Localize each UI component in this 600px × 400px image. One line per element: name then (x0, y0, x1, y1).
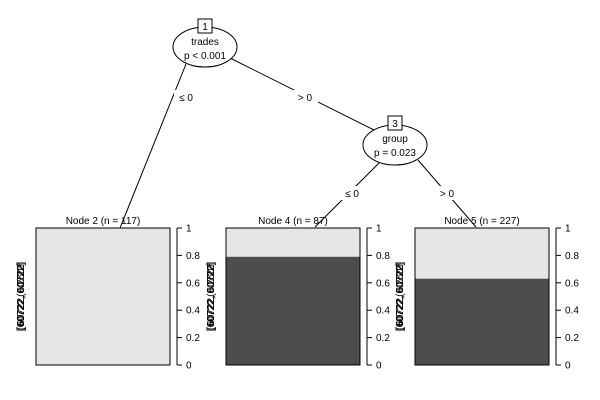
node-pvalue: p < 0.001 (184, 51, 226, 62)
y-tick-label: 0.2 (186, 333, 200, 344)
terminal-nodes: Node 2 (n = 117) 0 0.2 0.4 0.6 0.8 1 [ 60722, 6… (16, 216, 579, 372)
inner-node-1: trades p < 0.001 1 (172, 18, 238, 68)
bar-frame (35, 227, 171, 366)
edge-label-1-2: ≤ 0 (179, 93, 193, 104)
y-tick-label: 1 (376, 224, 382, 235)
y-tick-label: 0 (565, 361, 571, 372)
edge-label-3-4: ≤ 0 (345, 189, 359, 200)
node-variable: group (382, 134, 408, 145)
y-tick-label: 0.4 (186, 306, 200, 317)
node-ellipse (362, 124, 428, 166)
bar-frame (225, 227, 361, 366)
y-tick-label: 0 (376, 361, 382, 372)
terminal-node-1: Node 2 (n = 117) 0 0.2 0.4 0.6 0.8 1 [ 60722, 6… (16, 216, 200, 372)
bar-light-segment (415, 228, 549, 279)
node-pvalue: p = 0.023 (374, 148, 416, 159)
edge-label-bg (340, 186, 364, 200)
y-level-label: [60722,(0.2507 (395, 262, 406, 330)
y-tick-label: 0.4 (376, 306, 390, 317)
y-tick-label: 0.2 (376, 333, 390, 344)
y-level-label: (60722, 60722] (395, 263, 406, 331)
terminal-node-title: Node 5 (n = 227) (444, 216, 519, 227)
node-variable: trades (191, 37, 219, 48)
y-tick-label: 0.6 (186, 278, 200, 289)
y-tick-label: 0.6 (565, 278, 579, 289)
y-level-label: [60722,(0.2507 (16, 262, 27, 330)
bar-dark-segment (226, 256, 360, 365)
bar-light-segment (226, 228, 360, 257)
inner-node-3: group p = 0.023 3 (362, 115, 428, 166)
bar-dark-segment (415, 278, 549, 365)
y-tick-label: 1 (186, 224, 192, 235)
y-level-label: [ 60722, 60722] (206, 262, 217, 332)
y-level-label: [ 60722, 60722] (16, 262, 27, 332)
edge-label-bg (434, 186, 460, 200)
y-level-label: [ 60722, 60722] (395, 262, 406, 332)
edge-label-bg (292, 90, 318, 104)
edge-label-3-5: > 0 (440, 189, 455, 200)
y-tick-label: 0.6 (376, 278, 390, 289)
node-id-box (197, 18, 213, 34)
node-id: 3 (392, 119, 398, 130)
bar-light-segment (36, 228, 170, 365)
node-id: 1 (202, 22, 208, 33)
y-level-label: [60722,(0.2507 (206, 262, 217, 330)
terminal-node-title: Node 2 (n = 117) (66, 216, 141, 227)
y-tick-label: 0.8 (186, 251, 200, 262)
terminal-node-title: Node 4 (n = 87) (258, 216, 328, 227)
edge-1-2 (119, 63, 187, 229)
y-tick-label: 0.8 (565, 251, 579, 262)
terminal-node-2: Node 4 (n = 87) 0 0.2 0.4 0.6 0.8 1 [ 60722, 60… (206, 216, 390, 372)
terminal-node-3: Node 5 (n = 227) 0 0.2 0.4 0.6 0.8 1 [ 60722, 6… (395, 216, 579, 372)
y-tick-label: 0.2 (565, 333, 579, 344)
bar-frame (414, 227, 550, 366)
y-tick-label: 0 (186, 361, 192, 372)
y-level-label: (60722, 60722] (16, 263, 27, 331)
y-tick-label: 0.8 (376, 251, 390, 262)
y-level-label: (60722, 60722] (206, 263, 217, 331)
y-tick-label: 0.4 (565, 306, 579, 317)
node-id-box (387, 115, 403, 131)
y-tick-label: 1 (565, 224, 571, 235)
edge-label-1-3: > 0 (298, 93, 313, 104)
edge-label-bg (174, 90, 198, 104)
